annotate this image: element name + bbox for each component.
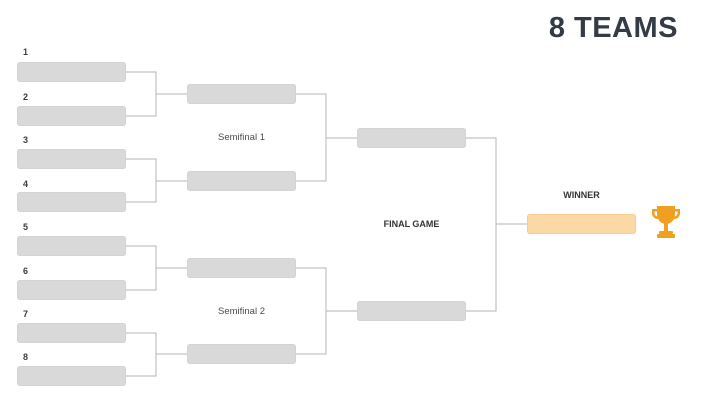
- seed-number: 4: [23, 179, 29, 189]
- seed-number: 1: [23, 47, 29, 57]
- team-slot-1[interactable]: [17, 62, 126, 82]
- team-slot-2[interactable]: [17, 106, 126, 126]
- seed-number: 5: [23, 222, 29, 232]
- trophy-icon: [650, 204, 682, 245]
- team-slot-4[interactable]: [17, 192, 126, 212]
- quarter-winner-slot-1[interactable]: [187, 84, 296, 104]
- finalist-slot-2[interactable]: [357, 301, 466, 321]
- seed-number: 7: [23, 309, 29, 319]
- team-slot-3[interactable]: [17, 149, 126, 169]
- final-game-label: FINAL GAME: [383, 219, 440, 229]
- quarter-winner-slot-3[interactable]: [187, 258, 296, 278]
- finalist-slot-1[interactable]: [357, 128, 466, 148]
- seed-number: 8: [23, 352, 29, 362]
- quarter-winner-slot-2[interactable]: [187, 171, 296, 191]
- seed-number: 3: [23, 135, 29, 145]
- quarter-winner-slot-4[interactable]: [187, 344, 296, 364]
- team-slot-5[interactable]: [17, 236, 126, 256]
- winner-label: WINNER: [563, 190, 600, 200]
- semifinal-1-label: Semifinal 1: [218, 132, 265, 143]
- page-title: 8 TEAMS: [548, 12, 678, 44]
- seed-number: 6: [23, 266, 29, 276]
- semifinal-2-label: Semifinal 2: [218, 306, 265, 317]
- team-slot-6[interactable]: [17, 280, 126, 300]
- winner-slot[interactable]: [527, 214, 636, 234]
- seed-number: 2: [23, 92, 29, 102]
- team-slot-7[interactable]: [17, 323, 126, 343]
- team-slot-8[interactable]: [17, 366, 126, 386]
